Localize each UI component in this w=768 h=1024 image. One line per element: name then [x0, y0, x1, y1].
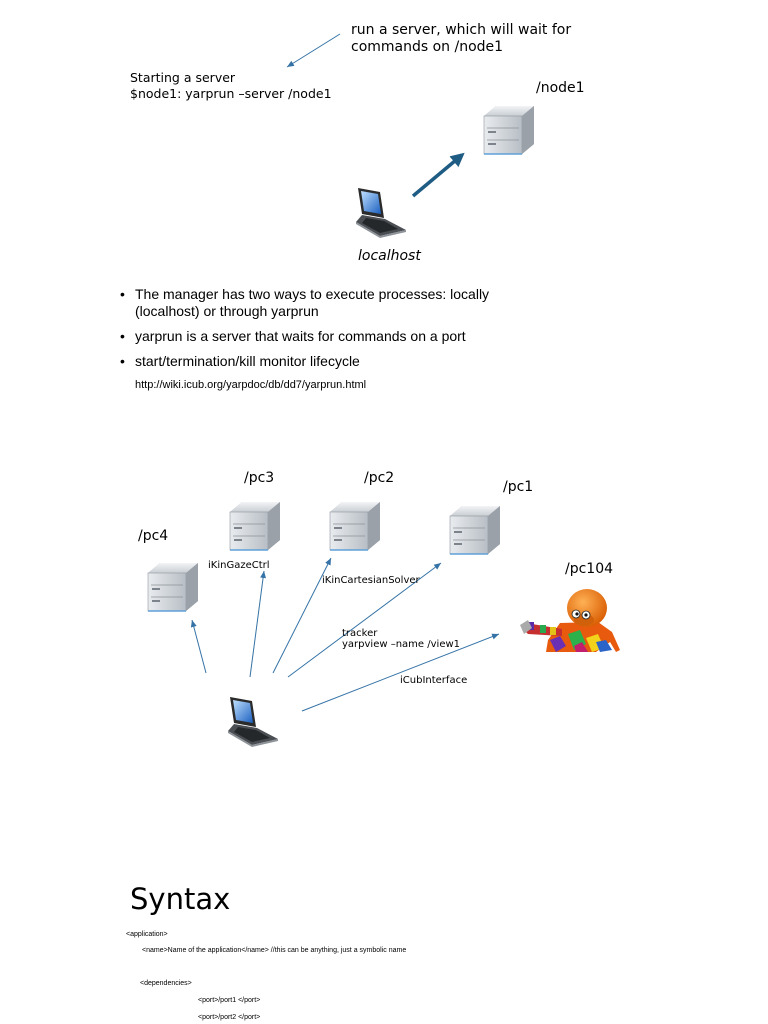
icubinterface-label: iCubInterface [400, 675, 468, 686]
bullet-dot: • [120, 328, 125, 344]
starting-line-1: Starting a server [130, 70, 236, 85]
starting-server-text: Starting a server $node1: yarprun –serve… [130, 70, 332, 102]
pc1-server-icon [449, 505, 501, 555]
xml-application-open: <application> [126, 931, 168, 938]
bullet-list: • The manager has two ways to execute pr… [118, 286, 525, 378]
bullet-dot: • [120, 286, 125, 302]
yarprun-doc-link[interactable]: http://wiki.icub.org/yarpdoc/db/dd7/yarp… [135, 379, 367, 391]
callout-line-2: commands on /node1 [351, 39, 504, 55]
bullet-item: • start/termination/kill monitor lifecyc… [118, 353, 525, 370]
pc2-label: /pc2 [364, 470, 395, 486]
node1-label: /node1 [536, 80, 585, 96]
pc2-server-icon [329, 501, 381, 551]
pc104-label: /pc104 [565, 561, 614, 577]
pc3-label: /pc3 [244, 470, 275, 486]
xml-port1: <port>/port1 </port> [198, 997, 261, 1004]
manager-laptop-icon [228, 697, 278, 747]
bullet-item: • yarprun is a server that waits for com… [118, 328, 525, 345]
bullet-text-1a: The manager has two ways to execute proc… [135, 286, 490, 302]
callout-arrow [286, 33, 341, 68]
yarpview-label: yarpview –name /view1 [342, 639, 461, 650]
pc3-server-icon [229, 501, 281, 551]
callout-text: run a server, which will wait for comman… [351, 22, 571, 56]
bullet-dot: • [120, 353, 125, 369]
xml-name-line: <name>Name of the application</name> //t… [142, 947, 407, 954]
arrow-to-pc4 [190, 619, 207, 674]
bullet-text-1b: (localhost) or through yarprun [135, 303, 319, 319]
pc1-label: /pc1 [503, 479, 534, 495]
bullet-item: • The manager has two ways to execute pr… [118, 286, 525, 320]
connection-arrow [411, 152, 465, 198]
bullet-text-2: yarprun is a server that waits for comma… [135, 328, 466, 344]
ikincartesiansolver-label: iKinCartesianSolver [322, 575, 420, 586]
arrow-to-pc3 [249, 570, 267, 678]
node1-server-icon [483, 105, 535, 155]
arrow-to-pc104 [301, 633, 500, 712]
xml-port2: <port>/port2 </port> [198, 1014, 261, 1021]
ikingazectrl-label: iKinGazeCtrl [208, 560, 270, 571]
icub-robot-icon [520, 589, 620, 652]
localhost-laptop-icon [356, 188, 406, 238]
starting-command: $node1: yarprun –server /node1 [130, 86, 332, 101]
bullet-text-3: start/termination/kill monitor lifecycle [135, 353, 360, 369]
arrow-to-pc2 [272, 557, 332, 674]
tracker-label: tracker [342, 628, 378, 639]
syntax-title: Syntax [130, 882, 231, 916]
xml-dependencies-open: <dependencies> [140, 980, 192, 987]
pc4-server-icon [147, 562, 199, 612]
callout-line-1: run a server, which will wait for [351, 22, 572, 38]
localhost-label: localhost [358, 248, 421, 264]
arrow-to-pc1 [287, 562, 442, 678]
pc4-label: /pc4 [138, 528, 169, 544]
